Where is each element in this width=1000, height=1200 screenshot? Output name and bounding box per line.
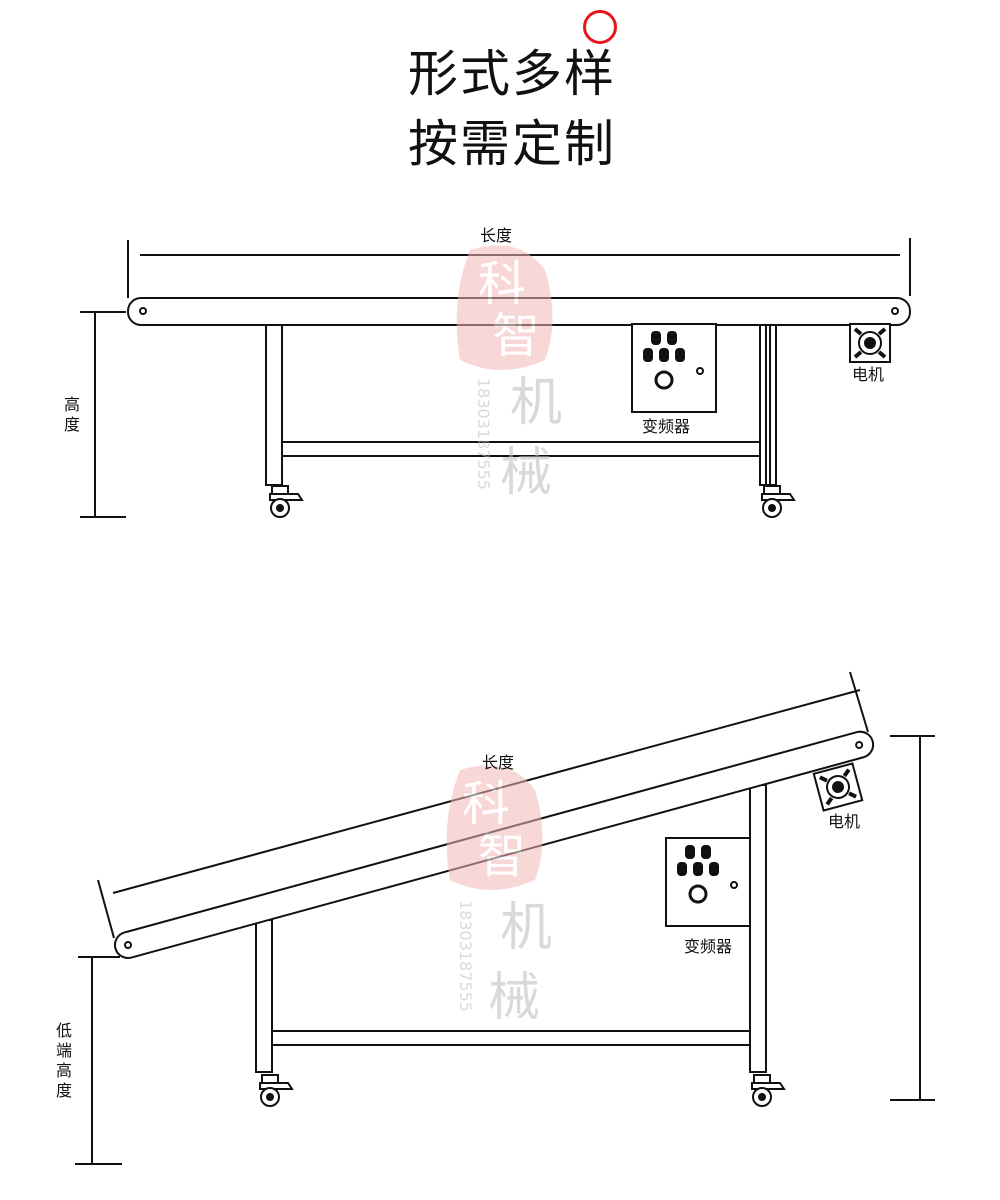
watermark: 科 智 机 械 18303187555 科 智 机 械 18303187555	[446, 245, 562, 1028]
low-height-label-2: 端	[56, 1041, 72, 1060]
watermark-phone: 18303187555	[474, 378, 493, 490]
flat-height-label-1: 高	[64, 395, 80, 414]
watermark-brand-3: 机	[500, 898, 552, 958]
incline-motor-label: 电机	[828, 812, 860, 831]
title-line-1: 形式多样	[408, 45, 616, 103]
watermark-brand-1: 科	[462, 776, 510, 832]
flat-length-label: 长度	[480, 226, 512, 245]
low-height-label-4: 度	[56, 1081, 72, 1100]
red-circle-icon	[583, 10, 617, 44]
incline-length-label: 长度	[482, 753, 514, 772]
low-height-label-1: 低	[56, 1021, 72, 1040]
flat-motor-label: 电机	[852, 365, 884, 384]
incline-inverter-label: 变频器	[684, 937, 732, 956]
watermark-brand-1: 科	[478, 256, 526, 312]
watermark-phone: 18303187555	[456, 900, 475, 1012]
title-line-2: 按需定制	[408, 115, 616, 173]
flat-height-label-2: 度	[64, 415, 80, 434]
flat-inverter-label: 变频器	[642, 417, 690, 436]
inverter-box	[630, 322, 718, 414]
watermark-brand-3: 机	[510, 373, 562, 433]
watermark-brand-2: 智	[478, 828, 526, 884]
motor	[811, 761, 865, 813]
watermark-brand-2: 智	[492, 308, 540, 364]
watermark-brand-4: 械	[488, 968, 540, 1028]
inverter-box	[664, 836, 752, 928]
motor	[848, 322, 892, 364]
watermark-brand-4: 械	[500, 443, 552, 503]
low-height-label-3: 高	[56, 1061, 72, 1080]
